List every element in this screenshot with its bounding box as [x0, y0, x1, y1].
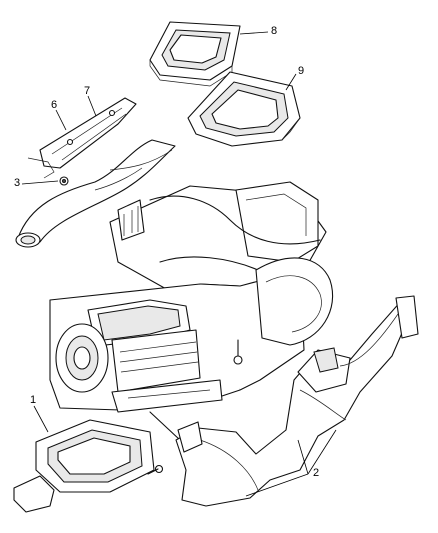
part-8-bezel [149, 21, 241, 87]
part-9-duct-cover [187, 71, 301, 147]
callout-2: 2 [313, 467, 320, 479]
callout-3: 3 [14, 177, 21, 189]
callout-9: 9 [298, 65, 305, 77]
part-2-floor-ducts [175, 295, 419, 507]
part-1-duct-adapter [13, 419, 164, 513]
callout-1: 1 [30, 394, 37, 406]
callout-6: 6 [51, 99, 58, 111]
part-3-clip [27, 157, 69, 186]
leader-lines [21, 31, 337, 497]
callout-8: 8 [271, 25, 278, 37]
hvac-housing [49, 181, 334, 441]
callout-7: 7 [84, 85, 91, 97]
defrost-duct-pipe [15, 139, 176, 248]
part-6-7-bracket [39, 97, 137, 169]
